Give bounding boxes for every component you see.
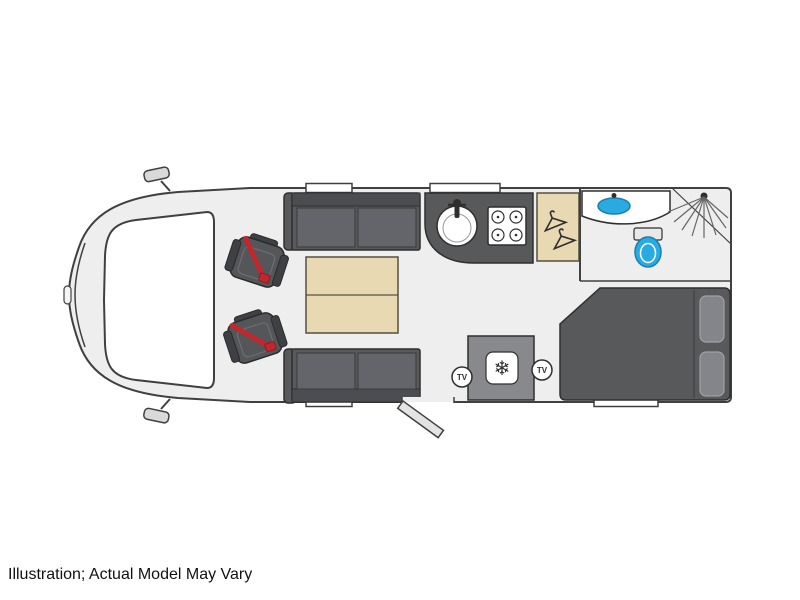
pillow [699,295,725,343]
table [305,256,399,334]
snowflake-icon: ❄ [494,358,511,380]
window [429,182,501,194]
sink-icon [436,199,478,247]
cab-seat-front [224,233,289,288]
seatbelt-strap [243,235,267,282]
bathroom [579,187,732,282]
bed [559,287,731,401]
cab-seat-rear [223,309,288,364]
window [305,182,353,194]
front-bumper-trim [74,242,86,348]
tv-point-icon: TV [451,366,473,388]
pillow [699,351,725,397]
hob-icon [487,206,527,246]
kitchen-unit [424,192,534,264]
caption-text: Illustration; Actual Model May Vary [8,566,253,583]
sofa-bottom [283,348,421,404]
toilet-icon [633,227,663,268]
windscreen [102,210,215,390]
wing-mirror-top-icon [143,166,171,192]
wing-mirror-bottom-icon [143,398,171,424]
wardrobe [536,192,580,262]
sofa-top [283,192,421,251]
hanger-icon [543,210,569,233]
svg-text:TV: TV [457,373,468,382]
shower-icon [667,187,732,245]
svg-text:TV: TV [537,366,548,375]
washbasin-icon [581,190,671,225]
seatbelt-strap [229,322,274,351]
tap-icon [448,199,466,218]
entry-door [396,397,455,439]
front-door-handle [63,285,72,305]
tv-point-icon: TV [531,359,553,381]
fridge: ❄ [467,335,535,401]
hanger-icon [552,228,578,251]
